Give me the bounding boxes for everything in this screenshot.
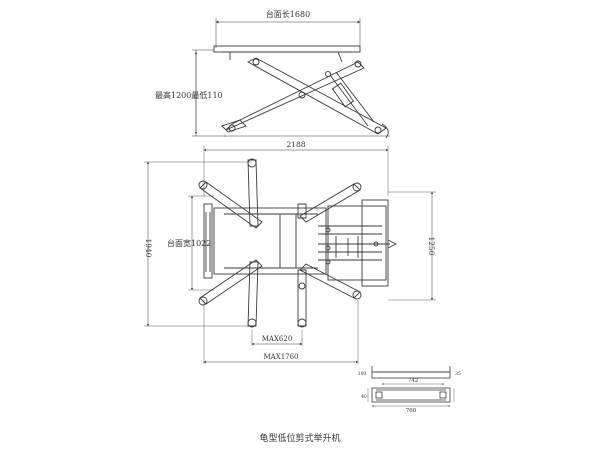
caption: 龟型低位剪式举升机 — [259, 432, 340, 444]
max1760-label: MAX1760 — [263, 353, 298, 361]
overall-width-label: 2188 — [286, 140, 305, 149]
overall-depth-label: 1940 — [144, 238, 153, 257]
detail-dim-left2: 100 — [358, 371, 367, 377]
platform-width-label: 台面宽1022 — [167, 238, 211, 248]
detail-dim-742: 742 — [408, 378, 419, 384]
right-depth-label: 1250 — [427, 236, 436, 255]
detail-dim-760: 760 — [406, 408, 417, 414]
top-view — [144, 146, 436, 364]
detail-dim-left: 40 — [361, 394, 367, 400]
side-view — [192, 18, 390, 139]
detail-view — [367, 366, 455, 407]
detail-dim-right: 35 — [455, 371, 461, 377]
platform-length-label: 台面长1680 — [266, 9, 310, 19]
height-label: 最高1200最低110 — [155, 90, 223, 100]
max620-label: MAX620 — [262, 335, 293, 343]
